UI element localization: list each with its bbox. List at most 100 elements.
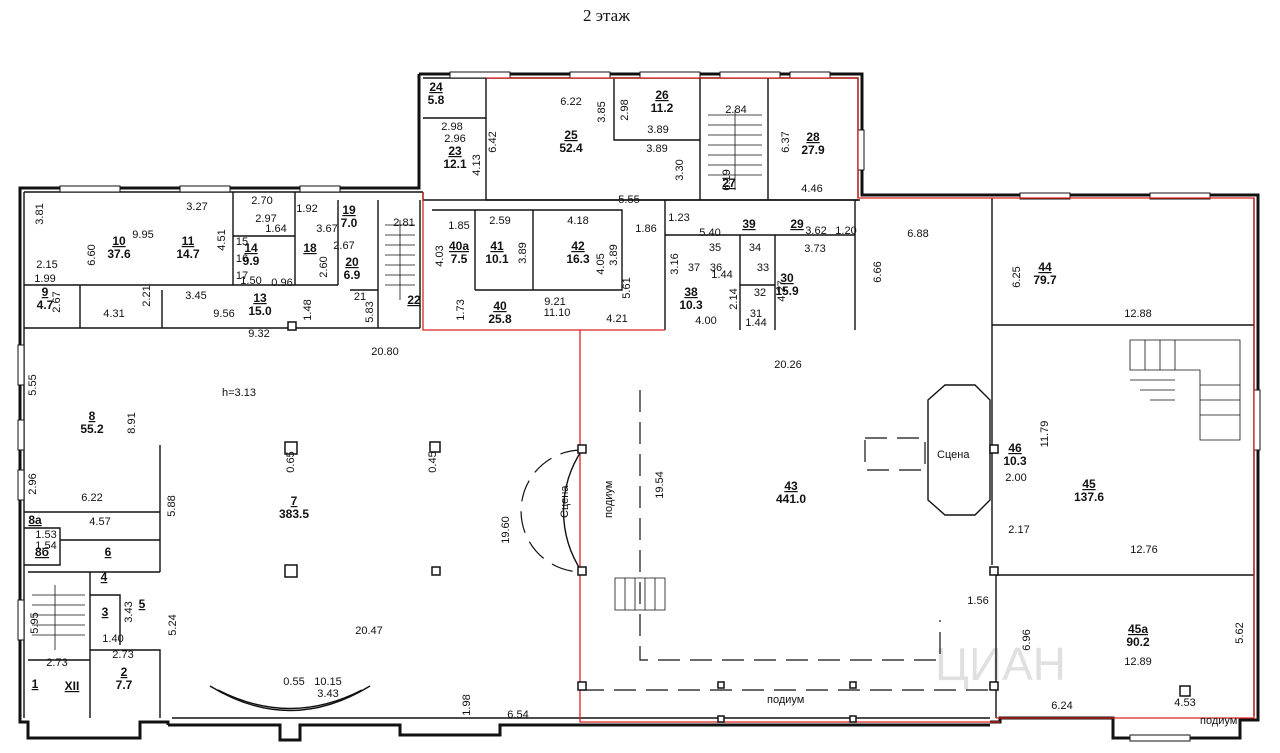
dimension-label: 3.43 <box>317 688 338 700</box>
podium-label-vertical: подиум <box>603 481 615 518</box>
small-room-number: 8б <box>35 545 49 559</box>
dimension-label: 2.73 <box>112 649 133 661</box>
stairs <box>32 110 1241 650</box>
room-area: 7.5 <box>451 252 468 266</box>
dimension-label: 4.05 <box>595 253 607 274</box>
dimension-label: 5.88 <box>166 495 178 516</box>
room-area: 55.2 <box>80 422 104 436</box>
room-area: 383.5 <box>279 507 309 521</box>
dimension-label: 3.81 <box>34 203 46 224</box>
dimension-label: 4.13 <box>471 154 483 175</box>
dimension-label: 12.88 <box>1124 308 1152 320</box>
small-room-number: 16 <box>236 253 248 265</box>
dimension-label: 5.95 <box>29 612 41 633</box>
dimension-label: 1.44 <box>711 269 732 281</box>
dimension-label: 1.40 <box>102 633 123 645</box>
stage-label-left: Сцена <box>559 485 571 518</box>
dimension-label: 6.54 <box>507 709 528 721</box>
room-area: 7.0 <box>341 216 358 230</box>
room-number: 19 <box>342 203 356 217</box>
room-number: 24 <box>429 80 443 94</box>
dimension-label: 20.47 <box>355 625 383 637</box>
dimension-label: 2.84 <box>725 104 746 116</box>
podium-label-bottom: подиум <box>767 694 804 706</box>
room-area: 15.9 <box>775 284 799 298</box>
dimension-label: 3.89 <box>608 244 620 265</box>
dimension-label: 9.32 <box>248 328 269 340</box>
dimension-label: 6.37 <box>780 131 792 152</box>
room-area: 52.4 <box>559 141 583 155</box>
small-room-number: 15 <box>236 236 248 248</box>
room-area: 90.2 <box>1126 635 1150 649</box>
dimension-label: 1.73 <box>455 299 467 320</box>
dimension-label: 0.55 <box>283 676 304 688</box>
dimension-label: 1.98 <box>461 694 473 715</box>
dimension-label: 3.43 <box>123 601 135 622</box>
dimension-label: 6.22 <box>81 492 102 504</box>
dimension-label: 5.24 <box>167 614 179 635</box>
room-area: 15.0 <box>248 304 272 318</box>
dimension-label: 3.73 <box>804 243 825 255</box>
room-number: 45 <box>1082 477 1096 491</box>
room-number: 44 <box>1038 260 1052 274</box>
dimension-label: 4.46 <box>801 183 822 195</box>
watermark: ЦИАН <box>935 638 1066 690</box>
room-number: 40a <box>449 239 469 253</box>
room-number: 42 <box>571 239 585 253</box>
dimension-label: 9.21 <box>544 296 565 308</box>
room-area: 5.8 <box>428 93 445 107</box>
room-area: 7.7 <box>116 678 133 692</box>
dimension-label: 3.85 <box>596 101 608 122</box>
dimension-label: 11.79 <box>1039 421 1051 448</box>
room-area: 37.6 <box>107 247 131 261</box>
dimension-label: 5.55 <box>618 194 639 206</box>
dimension-label: 3.89 <box>646 143 667 155</box>
small-room-number: 37 <box>688 262 700 274</box>
room-area: 10.1 <box>485 252 509 266</box>
dimension-label: 2.96 <box>444 133 465 145</box>
small-room-number: 6 <box>105 545 112 559</box>
dimension-label: 1.56 <box>967 595 988 607</box>
ceiling-height-label: h=3.13 <box>222 387 256 399</box>
dimension-label: 0.65 <box>285 451 297 472</box>
room-number: 40 <box>493 299 507 313</box>
dimension-label: 9.56 <box>213 308 234 320</box>
dimension-label: 3.45 <box>185 290 206 302</box>
dimension-label: 12.76 <box>1130 544 1158 556</box>
exterior-walls <box>18 72 1260 742</box>
room-number: 13 <box>253 291 267 305</box>
small-room-number: 8a <box>28 513 42 527</box>
dimension-label: 6.66 <box>872 261 884 282</box>
small-room-number: XII <box>65 679 80 693</box>
room-number: 23 <box>448 144 462 158</box>
room-area: 12.1 <box>443 157 467 171</box>
dimension-label: 4.00 <box>695 315 716 327</box>
room-number: 20 <box>345 255 359 269</box>
dimension-label: 1.48 <box>302 299 314 320</box>
room-number: 22 <box>407 293 421 307</box>
dimension-label: 0.96 <box>271 277 292 289</box>
dimension-label: 6.42 <box>487 131 499 152</box>
stage-outlines <box>520 384 991 691</box>
dimension-label: 10.15 <box>314 676 342 688</box>
small-room-number: 21 <box>354 291 366 303</box>
dimension-label: 3.16 <box>669 253 681 274</box>
small-room-number: 4 <box>101 570 108 584</box>
room-area: 79.7 <box>1033 273 1057 287</box>
dimension-label: 4.51 <box>216 229 228 250</box>
dimension-label: 2.98 <box>619 99 631 120</box>
windows <box>17 71 1261 742</box>
dimension-label: 1.53 <box>35 529 56 541</box>
room-number: 29 <box>790 217 804 231</box>
dimension-label: 11.10 <box>544 307 571 319</box>
room-number: 46 <box>1008 441 1022 455</box>
dimension-label: 2.00 <box>1005 472 1026 484</box>
dimension-label: 3.27 <box>186 201 207 213</box>
dimension-label: 1.50 <box>240 275 261 287</box>
room-area: 10.3 <box>1003 454 1027 468</box>
dimension-label: 1.23 <box>668 212 689 224</box>
dimension-label: 1.86 <box>635 223 656 235</box>
columns <box>284 321 1191 723</box>
room-number: 9 <box>42 285 49 299</box>
